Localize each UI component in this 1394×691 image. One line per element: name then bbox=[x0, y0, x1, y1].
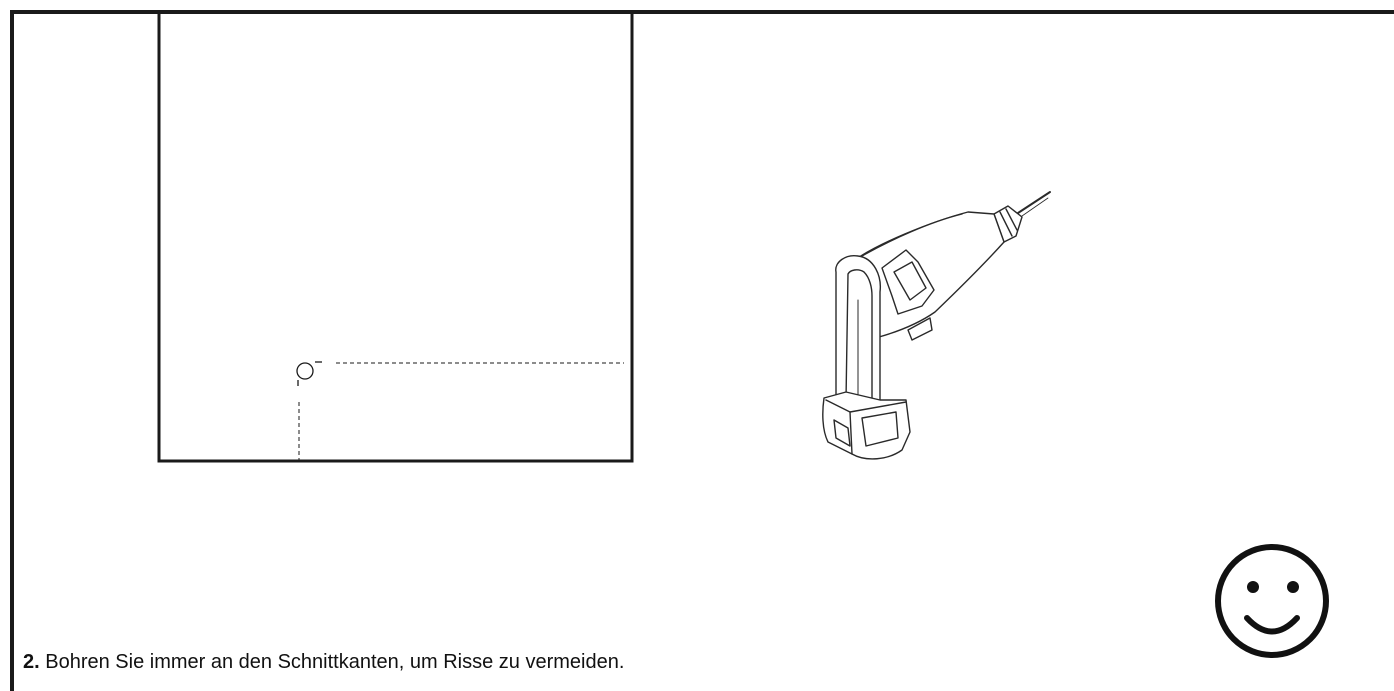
frame-left-border bbox=[10, 10, 14, 691]
instruction-text: 2. Bohren Sie immer an den Schnittkanten… bbox=[23, 650, 624, 674]
drill-icon bbox=[822, 191, 1051, 460]
frame-top-border bbox=[10, 10, 1394, 14]
smiley-face-icon bbox=[1215, 544, 1329, 658]
instruction-body: Bohren Sie immer an den Schnittkanten, u… bbox=[39, 651, 625, 673]
step-number: 2. bbox=[23, 651, 40, 673]
drill-hole-icon bbox=[296, 361, 322, 386]
edge-distance-guides bbox=[298, 362, 624, 461]
panel-sheet bbox=[157, 12, 634, 463]
